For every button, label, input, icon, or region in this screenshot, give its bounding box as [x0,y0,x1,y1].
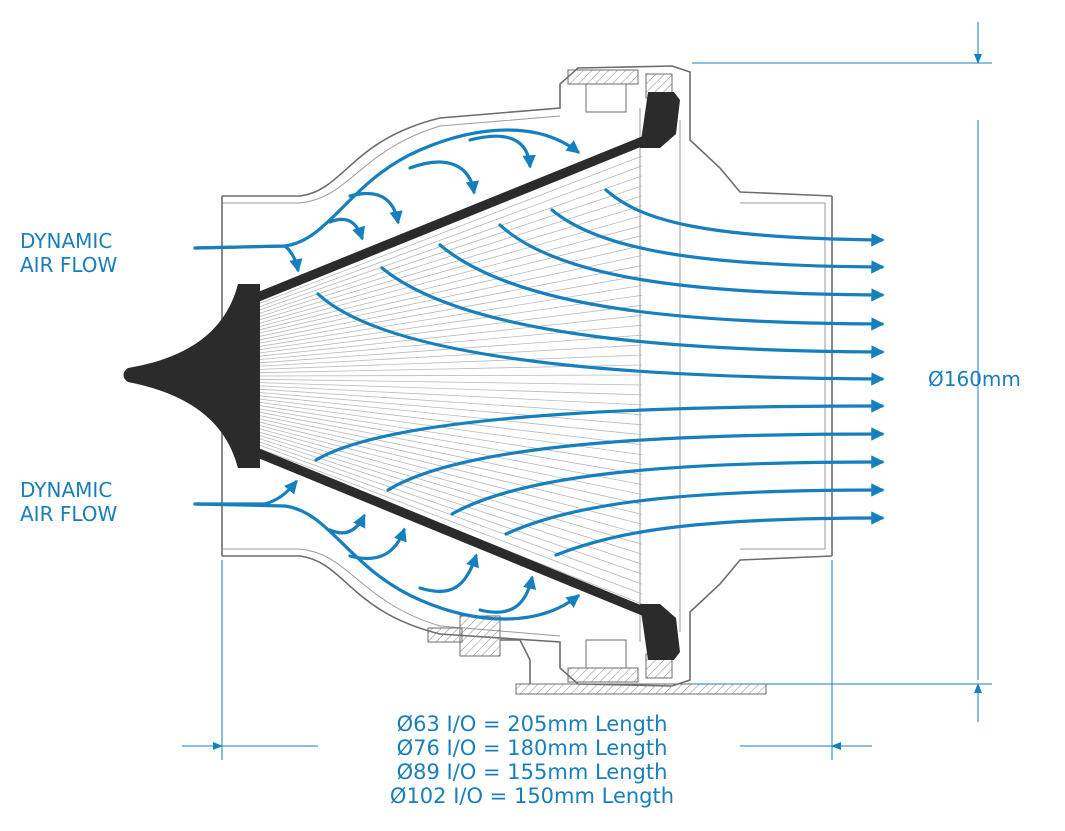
spec-line-3: Ø89 I/O = 155mm Length [397,760,668,784]
filter-pleat-line [259,235,643,331]
spec-line-2: Ø76 I/O = 180mm Length [397,736,668,760]
filter-pleat-line [259,285,643,347]
filter-pleat-line [259,418,643,505]
filter-pleat-line [259,395,643,436]
filter-pleat-line [259,441,643,575]
filter-pleat-line [259,448,643,595]
filter-pleat-line [259,431,643,545]
filter-pleat-line [259,421,643,515]
filter-pleat-line [259,245,643,334]
filter-pleat-line [259,215,643,324]
filter-pleat-line [259,344,643,367]
filter-pleat-line [259,382,643,396]
air-flow-arrows [193,128,885,621]
flow-label-bottom-line1: DYNAMIC [20,478,112,502]
filter-pleat-line [259,275,643,344]
filter-pleat-line [259,405,643,465]
filter-pleat-line [259,255,643,337]
filter-pleat-line [259,398,643,446]
diameter-label: Ø160mm [928,367,1021,391]
filter-pleat-line [259,165,643,307]
filter-pleat-line [259,155,643,304]
filter-pleat-line [259,378,643,386]
filter-pleat-line [259,428,643,535]
filter-pleat-line [259,408,643,475]
filter-pleat-line [259,304,643,354]
filter-pleat-line [259,411,643,485]
filter-pleat-line [259,374,643,377]
filter-pleat-line [259,415,643,495]
spec-line-1: Ø63 I/O = 205mm Length [397,712,668,736]
filter-pleat-line [259,324,643,360]
flow-label-bottom-line2: AIR FLOW [20,502,118,526]
flow-label-top-line1: DYNAMIC [20,229,112,253]
velocity-stack [123,284,260,468]
filter-pleat-line [259,385,643,406]
filter-pleat-line [259,388,643,416]
filter-pleat-line [259,175,643,311]
filter-pleat-line [259,265,643,341]
filter-pleat-line [259,354,643,370]
filter-pleat-line [259,294,643,350]
filter-pleat-line [259,195,643,317]
filter-pleat-line [259,314,643,357]
filter-cone [258,92,680,660]
dimension-lines [182,22,992,760]
filter-pleat-line [259,438,643,565]
filter-pleat-line [259,185,643,314]
filter-pleat-line [259,425,643,525]
flow-label-top-line2: AIR FLOW [20,253,118,277]
spec-line-4: Ø102 I/O = 150mm Length [390,784,674,808]
filter-pleat-line [259,392,643,426]
filter-pleat-line [259,225,643,327]
